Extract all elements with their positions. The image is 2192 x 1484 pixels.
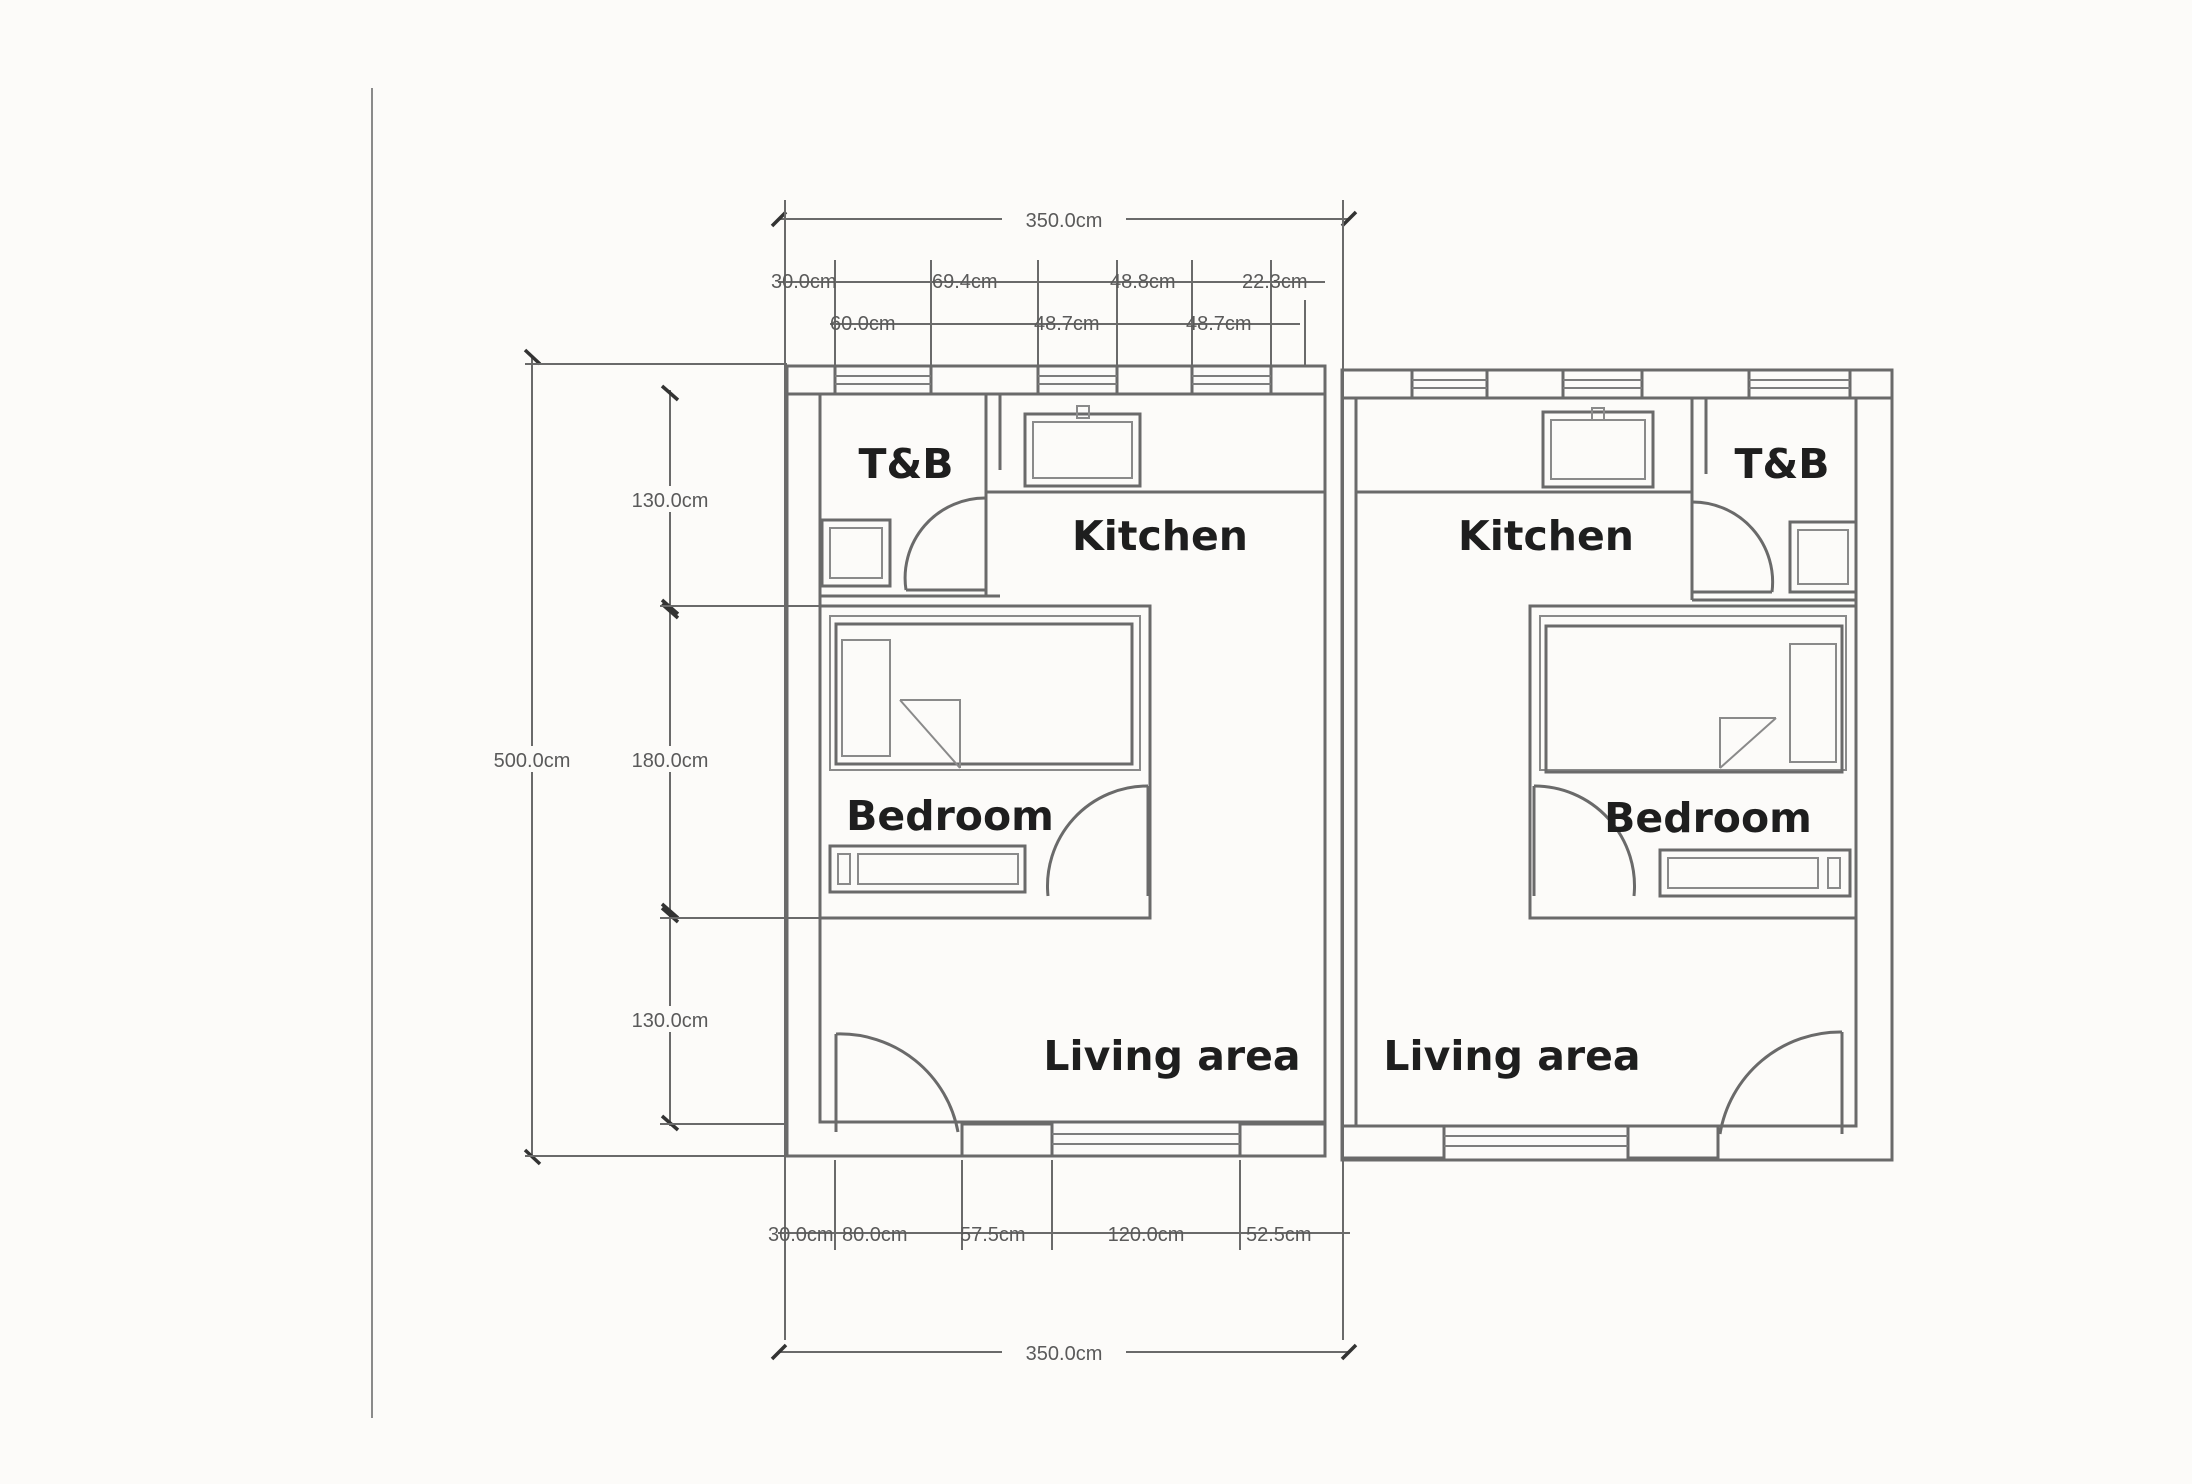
dim-top-r2-a: 60.0cm bbox=[830, 313, 896, 335]
right-tb-label: T&B bbox=[1735, 440, 1830, 488]
dim-top-r2-b: 48.7cm bbox=[1034, 313, 1100, 335]
dim-bottom-b: 80.0cm bbox=[842, 1224, 908, 1246]
dim-bottom-overall: 350.0cm bbox=[1026, 1343, 1103, 1365]
dim-top-overall: 350.0cm bbox=[1026, 210, 1103, 232]
right-kitchen-label: Kitchen bbox=[1458, 512, 1634, 560]
dim-top-r1-c: 48.8cm bbox=[1110, 271, 1176, 293]
dim-top-r1-d: 22.3cm bbox=[1242, 271, 1308, 293]
dim-bottom-c: 57.5cm bbox=[960, 1224, 1026, 1246]
right-living-label: Living area bbox=[1383, 1032, 1640, 1080]
left-kitchen-label: Kitchen bbox=[1072, 512, 1248, 560]
left-tb-label: T&B bbox=[859, 440, 954, 488]
bottom-dimension-lines bbox=[770, 1160, 1358, 1366]
left-living-label: Living area bbox=[1043, 1032, 1300, 1080]
left-top-windows bbox=[785, 364, 1327, 396]
dim-left-seg-2: 180.0cm bbox=[632, 750, 709, 772]
right-bottom-windows bbox=[1340, 1124, 1720, 1160]
dim-top-r1-b: 69.4cm bbox=[932, 271, 998, 293]
left-unit bbox=[785, 364, 1327, 1158]
right-top-windows bbox=[1340, 368, 1894, 400]
dim-left-seg-1: 130.0cm bbox=[632, 490, 709, 512]
left-dimension-lines bbox=[476, 348, 820, 1166]
right-unit bbox=[1340, 368, 1894, 1162]
dim-left-seg-3: 130.0cm bbox=[632, 1010, 709, 1032]
dim-bottom-d: 120.0cm bbox=[1108, 1224, 1185, 1246]
dim-bottom-a: 30.0cm bbox=[768, 1224, 834, 1246]
left-bedroom-label: Bedroom bbox=[846, 792, 1054, 840]
right-bedroom-label: Bedroom bbox=[1604, 794, 1812, 842]
dim-left-overall: 500.0cm bbox=[494, 750, 571, 772]
top-dimension-lines bbox=[770, 200, 1358, 1340]
left-bottom-windows bbox=[960, 1122, 1327, 1158]
dim-top-r2-c: 48.7cm bbox=[1186, 313, 1252, 335]
dim-bottom-e: 52.5cm bbox=[1246, 1224, 1312, 1246]
dim-top-r1-a: 30.0cm bbox=[771, 271, 837, 293]
